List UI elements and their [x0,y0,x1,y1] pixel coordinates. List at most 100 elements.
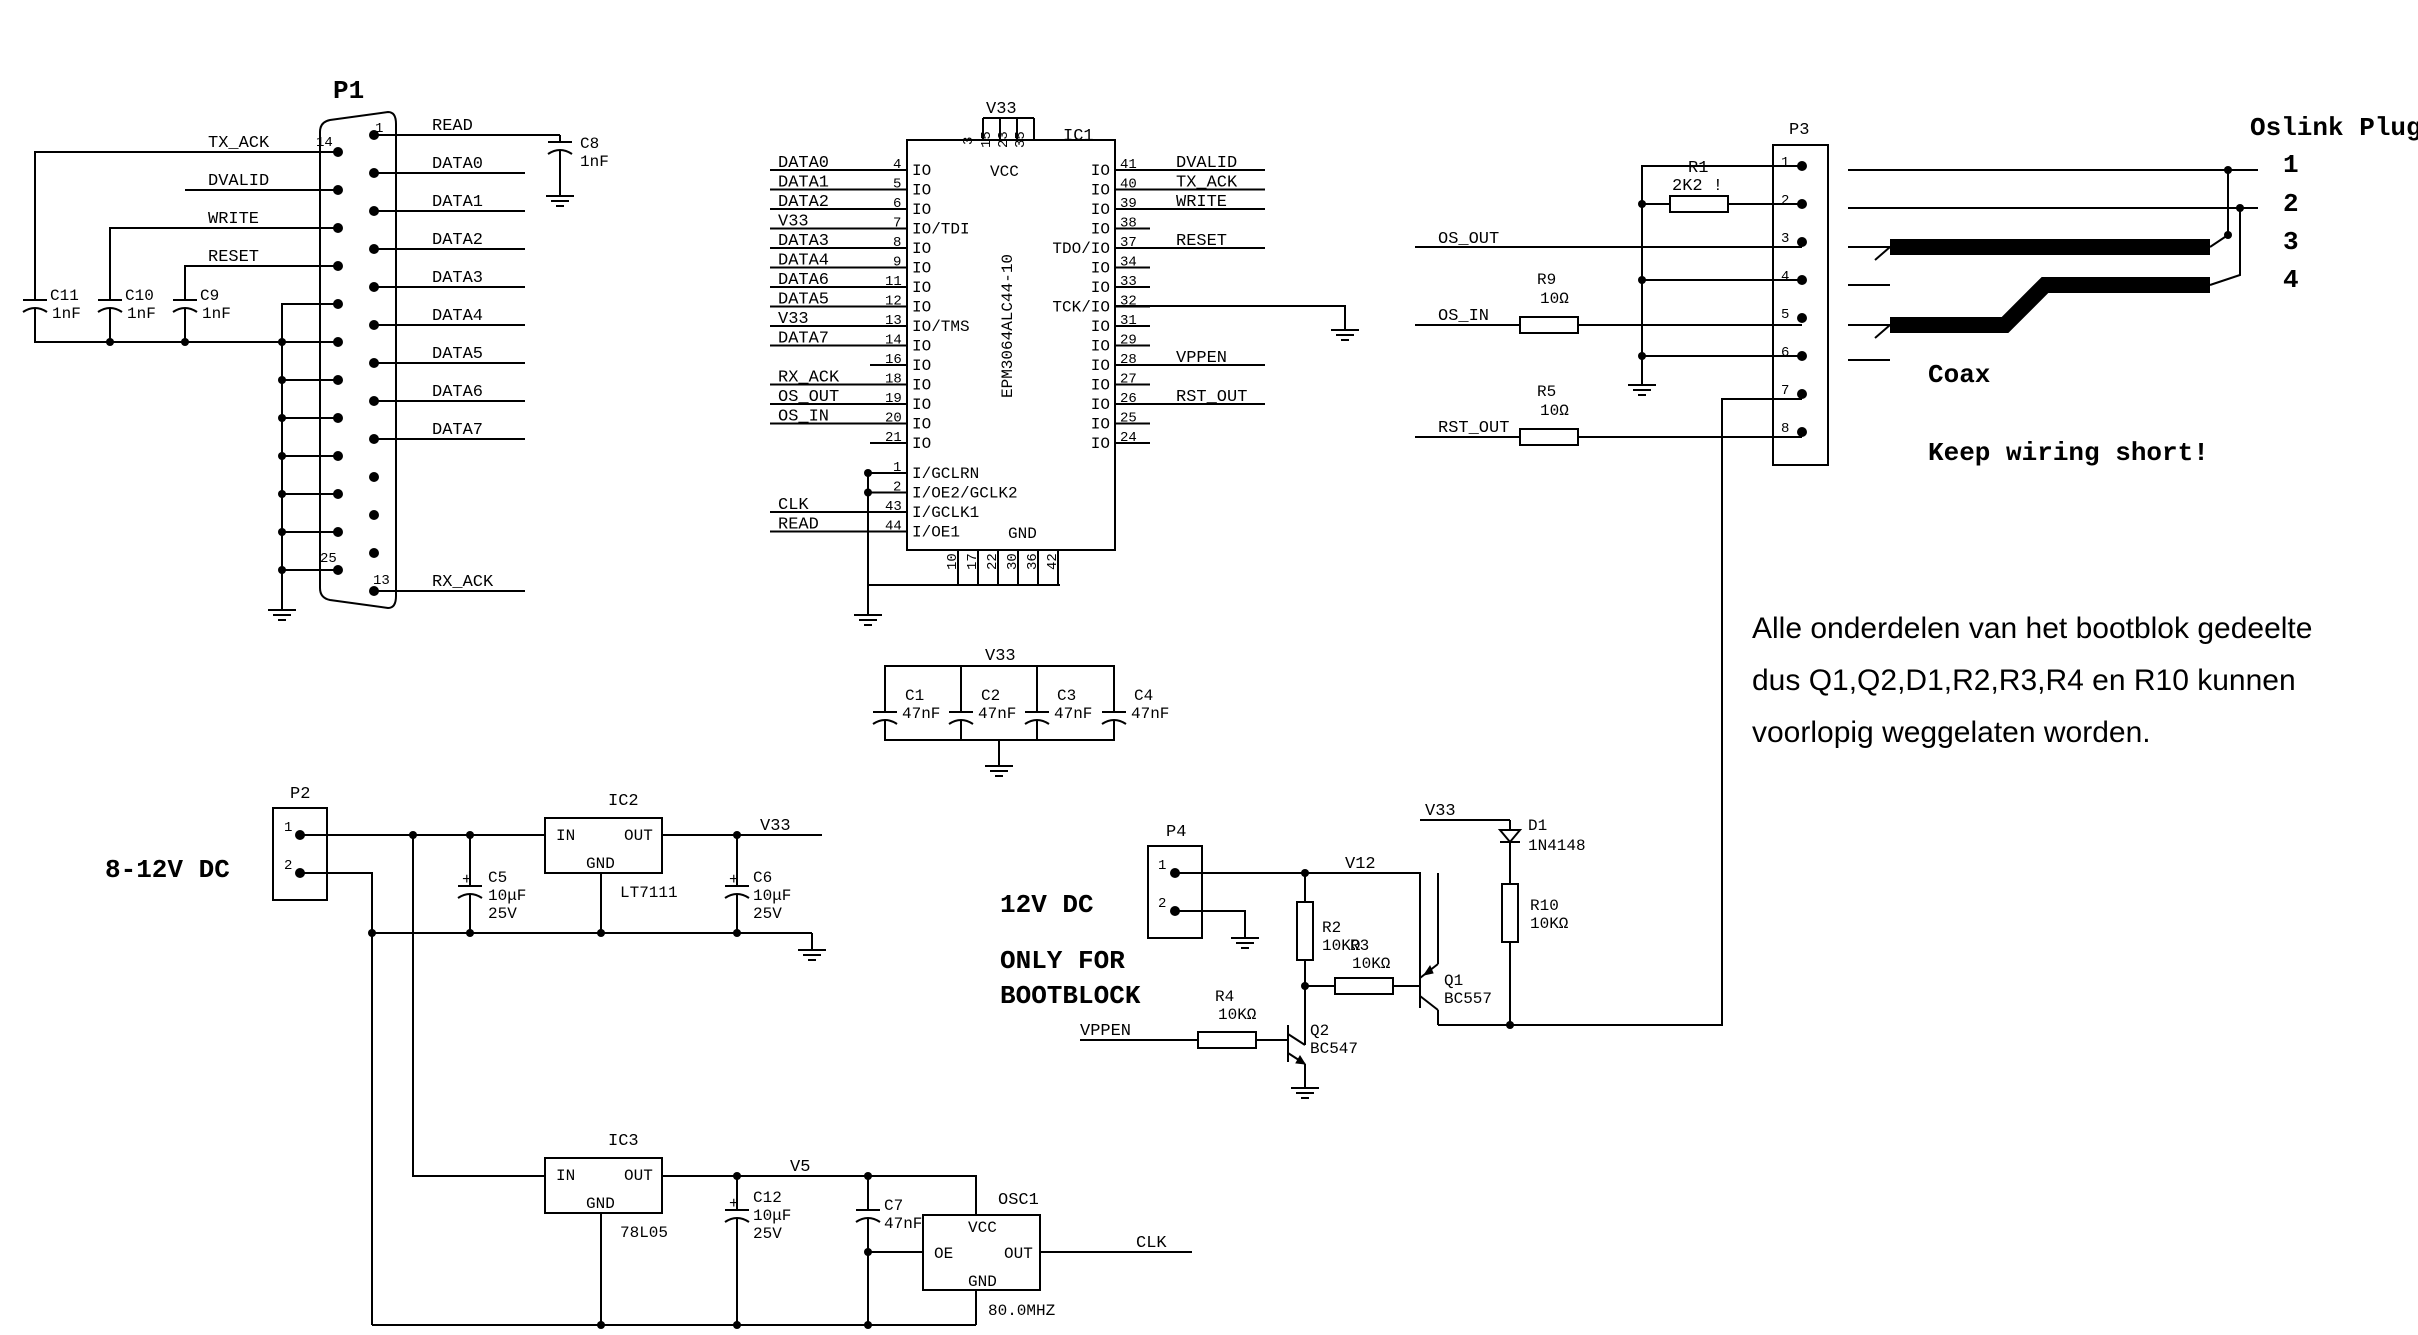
svg-text:C6: C6 [753,869,772,887]
ic1-left-net: V33 [778,310,809,329]
svg-text:DVALID: DVALID [208,172,269,191]
ic1-pin-num: 41 [1120,157,1137,173]
svg-text:ONLY FOR: ONLY FOR [1000,946,1125,976]
svg-text:IC2: IC2 [608,792,639,811]
ic1-pin-func: IO [1091,318,1110,336]
ic1-pin-num: 13 [885,313,902,329]
svg-text:C3: C3 [1057,687,1076,705]
svg-text:+: + [729,1195,739,1213]
ic1-pin-func: IO/TDI [912,221,970,239]
svg-text:voorlopig weggelaten worden.: voorlopig weggelaten worden. [1752,716,2151,749]
svg-text:WRITE: WRITE [208,210,259,229]
svg-text:D1: D1 [1528,817,1547,835]
ic1-pin-func: IO/TMS [912,318,970,336]
svg-text:VCC: VCC [990,163,1019,181]
svg-text:OUT: OUT [1004,1245,1033,1263]
svg-text:IC3: IC3 [608,1132,639,1151]
ic1-pin-num: 24 [1120,430,1137,446]
svg-text:R3: R3 [1350,937,1369,955]
svg-text:2: 2 [1158,896,1166,912]
ic1-pin-func: IO [1091,338,1110,356]
ic1-pin-num: 7 [893,216,901,232]
ic1-pin-num: 11 [885,274,902,290]
svg-text:10μF: 10μF [488,887,526,905]
svg-text:14: 14 [316,135,333,151]
ic1-pin-num: 42 [1045,553,1061,570]
svg-text:10Ω: 10Ω [1540,402,1569,420]
svg-text:DATA0: DATA0 [432,155,483,174]
svg-text:DATA2: DATA2 [432,231,483,250]
ic1-pin-func: TCK/IO [1052,299,1110,317]
ic1-left-net: DATA0 [778,154,829,173]
svg-text:OE: OE [934,1245,953,1263]
ic1-right-net: WRITE [1176,193,1227,212]
svg-text:47nF: 47nF [1131,705,1169,723]
ic1-pin-num: 1 [893,460,901,476]
ic1-pin-num: 29 [1120,333,1137,349]
svg-text:GND: GND [968,1273,997,1291]
svg-text:Alle onderdelen van het bootbl: Alle onderdelen van het bootblok gedeelt… [1752,612,2312,645]
svg-text:R9: R9 [1537,271,1556,289]
ic1-left-net: OS_IN [778,408,829,427]
svg-text:7: 7 [1781,383,1789,399]
svg-text:V12: V12 [1345,855,1376,874]
ic1-pin-func: IO [1091,357,1110,375]
svg-text:C11: C11 [50,287,79,305]
ic1-pin-func: IO [1091,182,1110,200]
ic1-pin-num: 22 [985,553,1001,570]
svg-text:LT7111: LT7111 [620,884,678,902]
svg-text:3: 3 [2283,227,2299,257]
svg-text:RESET: RESET [208,248,259,267]
ic1-left-net: DATA1 [778,174,829,193]
svg-text:DATA5: DATA5 [432,345,483,364]
ic1-pin-num: 9 [893,255,901,271]
svg-text:C9: C9 [200,287,219,305]
svg-text:V33: V33 [985,647,1016,666]
svg-text:8: 8 [1781,421,1789,437]
ic1-pin-func: I/OE2/GCLK2 [912,485,1018,503]
ic1-pin-func: IO [912,299,931,317]
svg-text:1nF: 1nF [580,153,609,171]
ic1-right-net: RST_OUT [1176,388,1247,407]
ic1-pin-num: 17 [965,553,981,570]
svg-text:2: 2 [2283,189,2299,219]
ic1-pin-func: IO [912,162,931,180]
ic1-left-net: DATA2 [778,193,829,212]
svg-text:C5: C5 [488,869,507,887]
svg-text:READ: READ [432,117,473,136]
ic1-pin-num: 28 [1120,352,1137,368]
svg-text:1nF: 1nF [127,305,156,323]
ic1-pin-num: 31 [1120,313,1137,329]
svg-text:4: 4 [2283,265,2299,295]
ic1-pin-num: 30 [1005,553,1021,570]
svg-text:BC547: BC547 [1310,1040,1358,1058]
ic1-pin-num: 25 [1120,411,1137,427]
ic1-pin-num: 8 [893,235,901,251]
ic1-pin-num: 39 [1120,196,1137,212]
ic1-left-net: DATA7 [778,330,829,349]
ic1-pin-num: 27 [1120,372,1137,388]
svg-text:DATA6: DATA6 [432,383,483,402]
ic1-pin-func: IO [1091,435,1110,453]
svg-text:Coax: Coax [1928,360,1990,390]
ic1-pin-num: 16 [885,352,902,368]
ic1-pin-func: IO [912,279,931,297]
ic1-left-net: DATA6 [778,271,829,290]
svg-text:47nF: 47nF [978,705,1016,723]
svg-text:VCC: VCC [968,1219,997,1237]
svg-text:1nF: 1nF [202,305,231,323]
svg-text:GND: GND [1008,525,1037,543]
svg-text:1: 1 [2283,150,2299,180]
svg-text:DATA3: DATA3 [432,269,483,288]
svg-text:10μF: 10μF [753,887,791,905]
svg-text:C4: C4 [1134,687,1153,705]
svg-text:25V: 25V [488,905,517,923]
ic1-pin-num: 10 [945,553,961,570]
ic1-pin-func: IO [912,240,931,258]
ic1-left-net: OS_OUT [778,388,839,407]
svg-text:1: 1 [284,820,292,836]
svg-text:8-12V DC: 8-12V DC [105,855,230,885]
svg-text:3: 3 [1781,231,1789,247]
svg-text:OUT: OUT [624,1167,653,1185]
